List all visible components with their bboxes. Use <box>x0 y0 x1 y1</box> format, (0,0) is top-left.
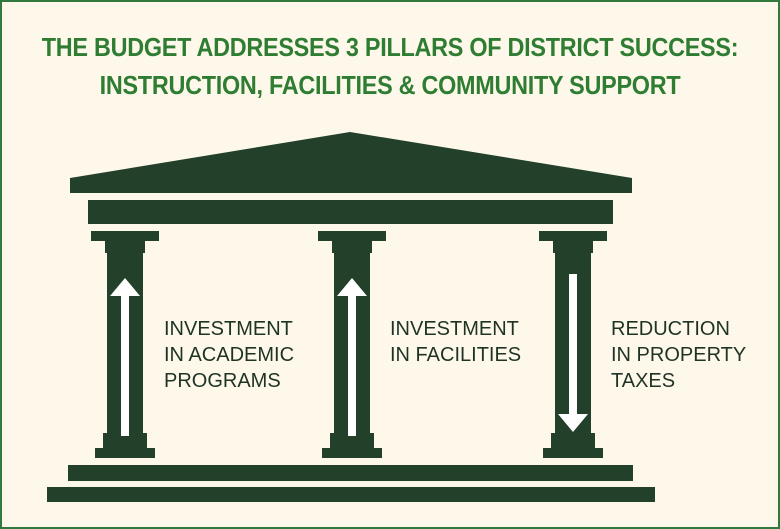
temple-entablature <box>88 200 613 224</box>
arrow-up-icon <box>337 278 367 436</box>
pillar-label-academic: INVESTMENT IN ACADEMIC PROGRAMS <box>164 318 295 392</box>
title-line-1: THE BUDGET ADDRESSES 3 PILLARS OF DISTRI… <box>41 32 739 62</box>
pillar-label-taxes: REDUCTION IN PROPERTY TAXES <box>611 318 747 392</box>
arrow-up-icon <box>110 278 140 436</box>
temple-base-upper <box>68 465 633 481</box>
temple-roof <box>70 132 632 193</box>
title-line-2: INSTRUCTION, FACILITIES & COMMUNITY SUPP… <box>99 70 681 100</box>
page-title: THE BUDGET ADDRESSES 3 PILLARS OF DISTRI… <box>39 28 741 104</box>
pillar-label-facilities: INVESTMENT IN FACILITIES <box>390 318 522 366</box>
arrow-down-icon <box>558 274 588 432</box>
temple-base-lower <box>47 487 655 502</box>
